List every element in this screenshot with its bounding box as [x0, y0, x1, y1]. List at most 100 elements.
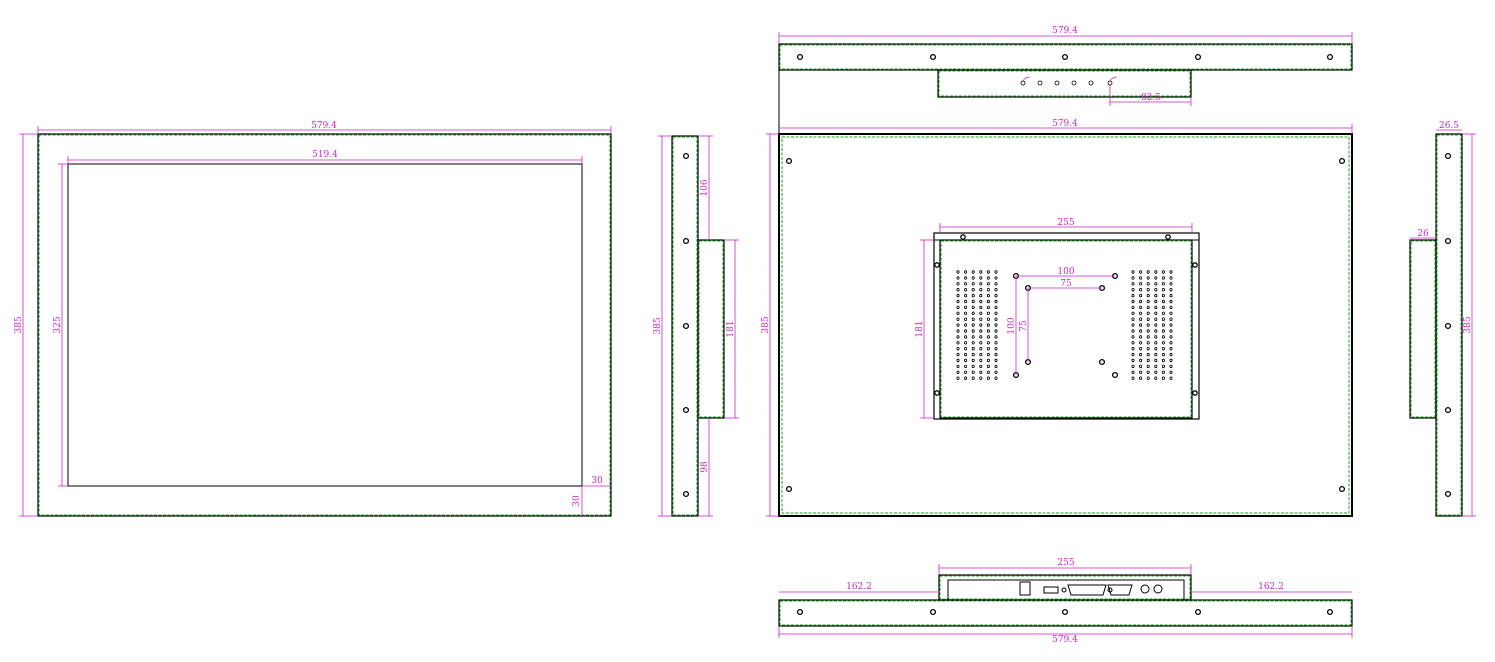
vent-hole [956, 270, 960, 274]
vent-hole [994, 347, 998, 351]
vent-hole [964, 317, 968, 321]
front-screen-width-label: 519.4 [312, 150, 338, 160]
vent-hole [964, 299, 968, 304]
vent-hole [1139, 282, 1143, 286]
top-width-label: 579.4 [1052, 26, 1078, 36]
vent-hole [971, 341, 975, 345]
vent-hole [979, 347, 983, 351]
vent-hole [971, 323, 975, 327]
back-height-label: 385 [761, 316, 771, 333]
vent-hole [964, 288, 968, 292]
vent-hole [971, 352, 975, 357]
front-bezel-side-label: 30 [591, 476, 603, 486]
vent-hole [964, 270, 968, 274]
vent-hole [964, 323, 968, 327]
vent-hole [1169, 276, 1173, 280]
vent-hole [1161, 347, 1165, 351]
vesa-outer-width-label: 100 [1057, 267, 1074, 277]
vent-hole [986, 270, 990, 274]
vent-hole [1154, 276, 1158, 280]
right-side-view: 26.5 26 385 [1409, 121, 1476, 517]
bottom-view: 255 162.2 162.2 579.4 [778, 558, 1353, 645]
vent-hole [964, 352, 968, 357]
vent-hole [1154, 270, 1158, 274]
vent-hole [1131, 305, 1135, 310]
vent-hole [994, 317, 998, 321]
hdmi-port [1043, 586, 1059, 594]
vent-hole [971, 288, 975, 292]
vent-hole [1146, 288, 1150, 292]
front-screen-height-label: 325 [53, 316, 63, 333]
bottom-width-label: 579.4 [1052, 635, 1078, 645]
vent-hole [979, 364, 983, 369]
vent-hole [971, 305, 975, 310]
vent-hole [994, 364, 998, 369]
vent-hole [979, 352, 983, 357]
vent-hole [986, 305, 990, 310]
vent-hole [1139, 329, 1143, 333]
vent-hole [956, 276, 960, 280]
vent-hole [971, 358, 975, 363]
vent-hole [956, 341, 960, 345]
front-screen [67, 163, 583, 487]
vent-hole [1131, 341, 1135, 345]
right-depth-total-label: 26.5 [1439, 121, 1459, 131]
vent-hole [994, 288, 998, 292]
vesa-inner-height-label: 75 [1019, 320, 1029, 332]
vent-hole [1146, 276, 1150, 280]
vent-grid-left [956, 270, 998, 380]
back-panel [778, 133, 1353, 517]
vent-hole [994, 341, 998, 345]
vent-hole [1169, 347, 1173, 351]
vent-hole [994, 270, 998, 274]
back-box-height-label: 181 [915, 320, 925, 337]
vent-hole [1139, 347, 1143, 351]
vent-hole [979, 293, 983, 298]
vent-hole [1146, 376, 1150, 380]
vent-hole [1146, 370, 1150, 374]
side-box-height-label: 181 [726, 320, 736, 337]
vent-hole [1154, 358, 1158, 363]
vent-hole [1146, 282, 1150, 286]
vent-hole [956, 376, 960, 380]
vent-hole [1146, 305, 1150, 310]
vent-hole [979, 370, 983, 374]
back-box [939, 239, 1193, 419]
power-port [1019, 581, 1031, 596]
vent-hole [986, 276, 990, 280]
vent-hole [979, 358, 983, 363]
vent-hole [956, 347, 960, 351]
top-box [937, 69, 1192, 98]
vent-hole [964, 282, 968, 286]
vent-hole [1169, 341, 1173, 345]
vent-hole [994, 376, 998, 380]
vent-hole [1131, 352, 1135, 357]
vent-hole [1131, 358, 1135, 363]
vent-hole [1131, 335, 1135, 339]
vent-hole [964, 341, 968, 345]
vent-hole [1139, 335, 1143, 339]
vent-hole [964, 364, 968, 369]
vent-hole [956, 317, 960, 321]
back-box-width-label: 255 [1057, 218, 1074, 228]
vent-hole [1169, 376, 1173, 380]
vent-hole [1139, 370, 1143, 374]
vent-hole [1161, 276, 1165, 280]
bottom-box-width-label: 255 [1057, 558, 1074, 568]
vent-hole [1146, 293, 1150, 298]
vent-hole [979, 341, 983, 345]
vent-hole [994, 299, 998, 304]
vent-grid-right [1131, 270, 1173, 380]
vent-hole [1139, 305, 1143, 310]
front-width-label: 579.4 [311, 121, 337, 131]
vent-hole [956, 329, 960, 333]
vent-hole [1154, 282, 1158, 286]
vent-hole [1154, 364, 1158, 369]
vent-hole [986, 352, 990, 357]
vent-hole [956, 323, 960, 327]
vent-hole [1131, 288, 1135, 292]
front-bezel [37, 133, 612, 517]
vent-hole [1161, 370, 1165, 374]
side-bottom-offset-label: 98 [700, 461, 710, 473]
